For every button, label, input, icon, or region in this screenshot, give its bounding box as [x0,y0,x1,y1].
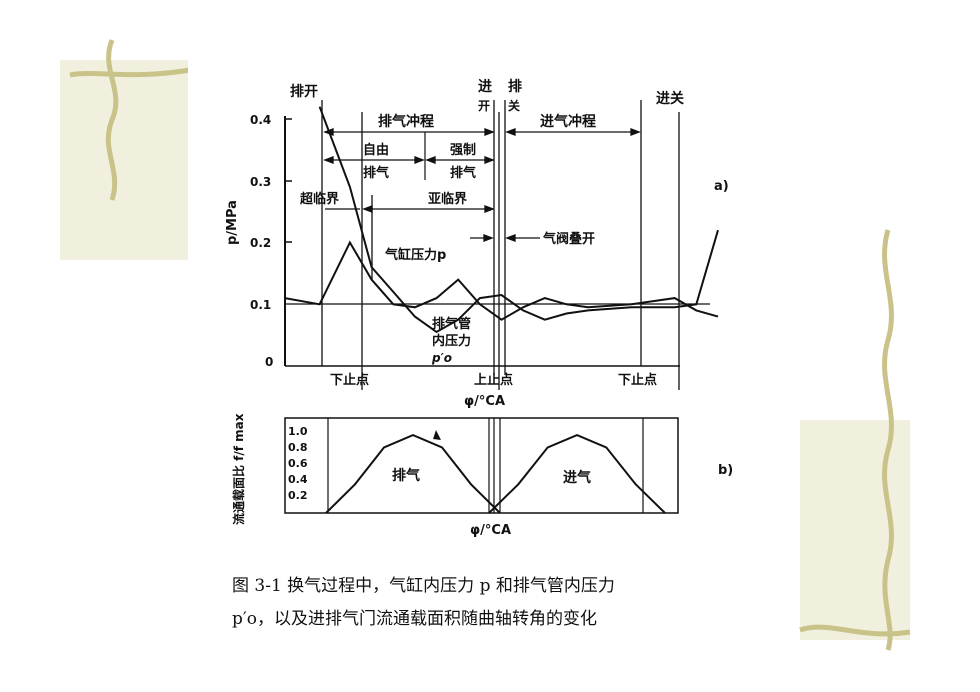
b-frame [284,417,679,514]
a-stroke-arrows [323,128,641,280]
a-xtick-tdc: 上止点 [474,372,513,388]
a-annotations: 排开 进 开 排 关 进关 排气冲程 进气冲程 自由 排气 强制 排气 超临界 … [290,78,729,365]
leaf-blob-left [60,60,200,260]
arrowhead [484,128,495,136]
a-xtick-bdc-1: 下止点 [330,372,369,388]
label-pipe-c: p′o [431,351,452,365]
figure-card [188,42,796,657]
panel-b: 1.0 0.8 0.6 0.4 0.2 流通载面比 f/f max 排气 进气 … [231,413,733,538]
arrowhead [425,156,436,164]
arrowhead [323,156,334,164]
a-y-axis-label: p/MPa [225,200,240,245]
a-y-ticks: 0.4 0.3 0.2 0.1 0 [250,113,292,369]
vine-left-horizontal [69,67,191,78]
arrowhead [414,156,425,164]
vine-right-vertical [882,229,894,651]
figure-caption-line-2: p′o，以及进排气门流通载面积随曲轴转角的变化 [232,609,597,629]
label-intake-close: 进关 [656,90,684,107]
label-overlap: 气阀叠开 [543,231,595,247]
b-y-axis-label: 流通载面比 f/f max [231,413,246,525]
series-intake-valve-area [488,434,666,514]
b-ytick-label: 0.4 [288,473,308,486]
label-subcritical: 亚临界 [428,191,467,207]
label-exhaust-close-b: 关 [508,98,520,113]
series-cylinder-pressure [318,106,719,334]
a-xtick-bdc-2: 下止点 [618,372,657,388]
b-ytick-label: 1.0 [288,425,308,438]
arrowhead [505,128,516,136]
label-pipe-b: 内压力 [432,333,471,349]
label-intake-open-a: 进 [478,79,492,95]
panel-a: 0.4 0.3 0.2 0.1 0 p/MPa [225,78,729,409]
a-ytick-label: 0.2 [250,236,271,250]
decor-left [60,39,200,260]
label-free-b: 排气 [363,165,389,181]
a-event-lines [321,100,680,390]
b-curve-arrowhead [433,430,441,440]
label-exhaust-open: 排开 [290,83,318,100]
label-free-a: 自由 [363,142,389,158]
arrowhead [483,234,494,242]
decor-right [799,229,911,651]
b-ytick-label: 0.8 [288,441,308,454]
label-panel-b: b) [718,463,733,478]
b-x-axis-label: φ/°CA [470,523,511,538]
b-label-exhaust: 排气 [392,467,420,484]
arrowhead [630,128,641,136]
a-ytick-label: 0.1 [250,298,271,312]
vine-right-horizontal [799,624,911,637]
label-panel-a: a) [714,179,729,194]
label-cylinder-pressure: 气缸压力p [385,247,446,263]
b-label-intake: 进气 [563,469,591,486]
series-exhaust-valve-area [325,434,501,514]
label-exhaust-stroke: 排气冲程 [378,113,434,130]
label-intake-open-b: 开 [478,99,490,113]
arrowhead [484,205,495,213]
a-ytick-label: 0 [265,355,273,369]
vine-left-vertical [105,39,119,201]
b-y-ticks: 1.0 0.8 0.6 0.4 0.2 [288,425,308,502]
label-supercritical: 超临界 [300,191,339,207]
a-ytick-label: 0.3 [250,175,271,189]
a-x-axis-label: φ/°CA [464,394,505,409]
label-forced-b: 排气 [450,165,476,181]
label-forced-a: 强制 [450,142,476,158]
series-exhaust-pipe-pressure [284,240,719,321]
b-ytick-label: 0.2 [288,489,308,502]
figure-caption-line-1: 图 3-1 换气过程中，气缸内压力 p 和排气管内压力 [232,576,615,596]
arrowhead [505,234,516,242]
arrowhead [484,156,495,164]
label-exhaust-close-a: 排 [508,78,522,95]
label-intake-stroke: 进气冲程 [540,113,596,130]
a-ytick-label: 0.4 [250,113,271,127]
b-ytick-label: 0.6 [288,457,308,470]
